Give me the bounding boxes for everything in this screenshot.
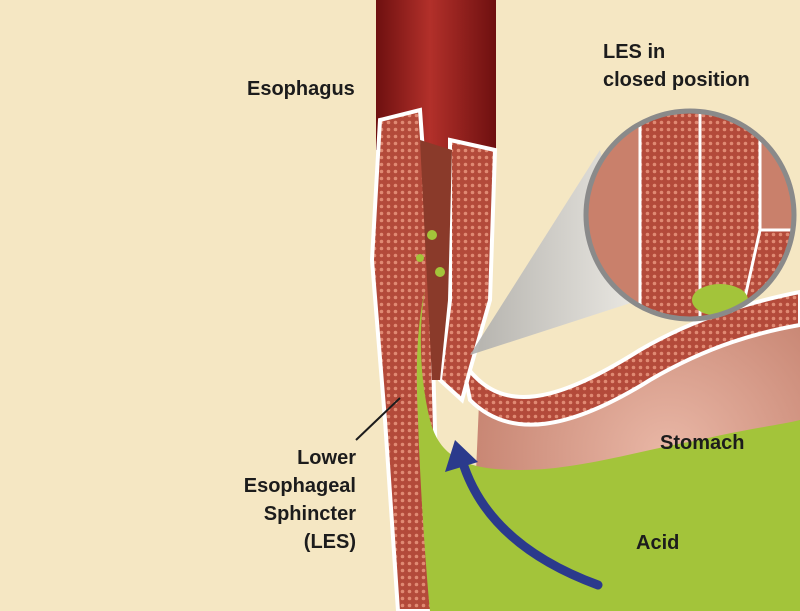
stomach-label: Stomach <box>660 432 745 454</box>
les-closed-label-line2: closed position <box>603 69 750 91</box>
les-label-line3: Sphincter <box>263 503 356 525</box>
esophagus-lumen <box>420 140 452 380</box>
les-label-line2: Esophageal <box>243 475 356 497</box>
reflux-arrow <box>457 455 603 590</box>
les-label-line1: Lower <box>297 447 356 469</box>
les-pointer-line <box>355 397 401 441</box>
esophagus-label: Esophagus <box>247 78 355 100</box>
les-closed-label: LES in closed position <box>603 38 750 94</box>
les-label-line4: (LES) <box>303 531 356 553</box>
reflux-arrowhead <box>445 440 478 472</box>
les-closed-inset <box>583 108 797 322</box>
acid-droplet <box>435 267 445 277</box>
esophagus-right-wall <box>437 137 498 404</box>
stomach-wall <box>460 289 800 427</box>
acid-droplet <box>427 230 437 240</box>
acid-droplet <box>416 254 424 262</box>
acid-label: Acid <box>636 532 680 554</box>
les-label: Lower Esophageal Sphincter (LES) <box>236 444 356 556</box>
acid-reflux <box>416 290 800 611</box>
les-closed-label-line1: LES in <box>603 41 666 63</box>
